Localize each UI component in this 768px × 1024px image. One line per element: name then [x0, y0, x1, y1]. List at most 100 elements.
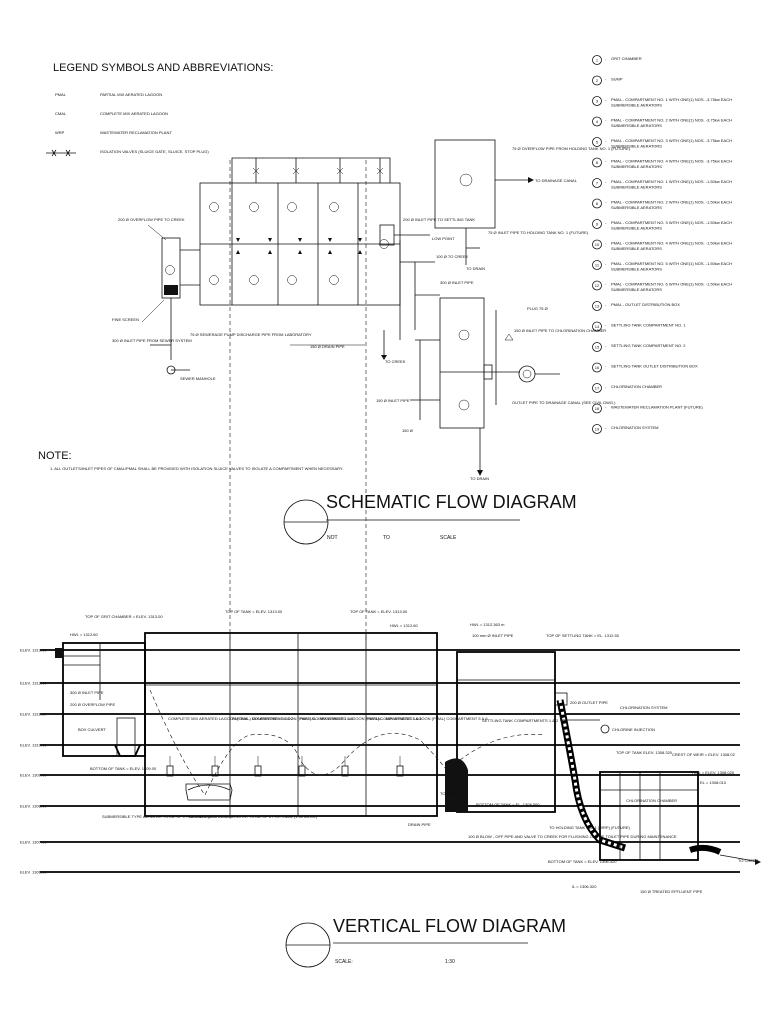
key-text: PMAL - COMPARTMENT NO. 1 WITH ONE(1) NOS…: [611, 97, 732, 108]
svg-text:-: -: [605, 118, 607, 123]
svg-text:HWL = 1312.60: HWL = 1312.60: [70, 632, 99, 637]
schematic-title: SCHEMATIC FLOW DIAGRAM: [326, 492, 577, 512]
svg-text:-: -: [605, 405, 607, 410]
lagoon-section: [144, 632, 438, 817]
compartment-circle: [209, 202, 219, 212]
key-item: 9 -PMAL - COMPARTMENT NO. 3 WITH ONE(1) N…: [592, 219, 732, 231]
isolation-valve-icon: [51, 149, 71, 157]
key-number: 5: [596, 140, 599, 145]
elevation-label: ELEV. 1311.00: [20, 712, 47, 717]
svg-text:1:30: 1:30: [445, 959, 455, 965]
svg-text:TO DRAINAGE CANAL: TO DRAINAGE CANAL: [535, 178, 578, 183]
svg-text:150 Ø: 150 Ø: [402, 428, 413, 433]
svg-text:150 Ø DRAIN PIPE: 150 Ø DRAIN PIPE: [310, 344, 345, 349]
key-item: 13-PMAL - OUTLET DISTRIBUTION BOX: [592, 301, 680, 311]
key-item: 16-SETTLING TANK OUTLET DISTRIBUTION BOX: [592, 362, 698, 373]
key-item: 8-PMAL - COMPARTMENT NO. 2 WITH ONE(1) N…: [592, 198, 732, 210]
legend-desc: ISOLATION VALVES (SLUICE GATE, SLUICE, S…: [100, 149, 209, 154]
svg-text:CHLORINATION CHAMBER: CHLORINATION CHAMBER: [626, 798, 677, 803]
svg-text:75 Ø INLET PIPE TO HOLDING TAN: 75 Ø INLET PIPE TO HOLDING TANK NO. 1 (F…: [488, 230, 589, 235]
key-text: SUMP: [611, 77, 623, 82]
legend-title: LEGEND SYMBOLS AND ABBREVIATIONS:: [53, 62, 273, 74]
svg-text:SCALE:: SCALE:: [335, 959, 353, 965]
key-item: 17-CHLORINATION CHAMBER: [592, 383, 662, 393]
svg-text:-: -: [605, 323, 607, 328]
key-number-circle: [592, 301, 602, 311]
key-number-circle: [592, 342, 602, 352]
svg-text:-: -: [605, 220, 607, 225]
key-number: 6: [596, 160, 599, 165]
key-number: 18: [595, 406, 600, 411]
settling-tank: [439, 297, 485, 429]
svg-text:200 Ø OUTLET PIPE: 200 Ø OUTLET PIPE: [570, 700, 608, 705]
key-number: 8: [596, 201, 599, 206]
key-number: 13: [595, 304, 600, 309]
svg-text:-: -: [605, 384, 607, 389]
svg-text:150 Ø INLET PIPE TO CHLORINATI: 150 Ø INLET PIPE TO CHLORINATION CHAMBER: [514, 328, 606, 333]
svg-text:TO: TO: [383, 535, 390, 541]
svg-text:75 Ø OVERFLOW PIPE FROM HOLDIN: 75 Ø OVERFLOW PIPE FROM HOLDING TANK NO.…: [512, 146, 631, 151]
key-number-circle: [592, 178, 602, 188]
compartment-circle: [379, 239, 389, 249]
svg-text:PARTIAL - MIX AERATED LAGOON (: PARTIAL - MIX AERATED LAGOON (PMAL) COMP…: [366, 716, 488, 721]
key-number: 3: [596, 99, 599, 104]
svg-text:IL = 1306.320: IL = 1306.320: [572, 884, 597, 889]
elevation-label: ELEV. 1313.00: [20, 648, 47, 653]
key-text: PMAL - COMPARTMENT NO. 3 WITH ONE(1) NOS…: [611, 138, 732, 149]
key-text: PMAL - COMPARTMENT NO. 3 WITH ONE(1) NOS…: [611, 220, 732, 231]
svg-text:HWL = 1312.363 m: HWL = 1312.363 m: [470, 622, 505, 627]
chlorination-chamber-section: [599, 771, 699, 861]
svg-text:-: -: [605, 138, 607, 143]
elevation-label: ELEV. 1309.00: [20, 773, 47, 778]
svg-text:200 Ø INLET PIPE TO SETTLING T: 200 Ø INLET PIPE TO SETTLING TANK: [403, 217, 475, 222]
schematic-labels: 200 Ø OVERFLOW PIPE TO CREEK FINE SCREEN…: [112, 146, 631, 481]
svg-text:LOW POINT: LOW POINT: [432, 236, 455, 241]
svg-text:100 Ø BLOW - OFF PIPE AND VALV: 100 Ø BLOW - OFF PIPE AND VALVE TO CREEK…: [468, 834, 677, 839]
key-number: 2: [596, 78, 599, 83]
key-item: 12-PMAL - COMPARTMENT NO. 6 WITH ONE(1) …: [592, 280, 732, 292]
note-title: NOTE:: [38, 450, 72, 462]
svg-text:75 Ø SEWERAGE PUMP DISCHARGE P: 75 Ø SEWERAGE PUMP DISCHARGE PIPE FROM L…: [190, 332, 312, 337]
svg-text:-: -: [605, 282, 607, 287]
key-number-circle: [592, 239, 602, 250]
svg-text:-: -: [605, 302, 607, 307]
svg-text:TOP OF SETTLING TANK = EL. 131: TOP OF SETTLING TANK = EL. 1312.50: [546, 633, 620, 638]
svg-text:PARTIAL - MIX AERATED LAGOON (: PARTIAL - MIX AERATED LAGOON (PMAL) COMP…: [232, 716, 354, 721]
svg-text:-: -: [605, 364, 607, 369]
svg-text:OUTLET PIPE TO DRAINAGE CANAL: OUTLET PIPE TO DRAINAGE CANAL (SEE CIVIL…: [512, 400, 616, 405]
key-text: SETTLING TANK OUTLET DISTRIBUTION BOX: [611, 364, 698, 369]
compartment-circle: [249, 275, 259, 285]
key-text: CHLORINATION CHAMBER: [611, 384, 662, 389]
key-item: 19-CHLORINATION SYSTEM: [592, 424, 659, 434]
svg-text:-: -: [605, 77, 607, 82]
key-number: 7: [596, 181, 599, 186]
vertical-title-block: VERTICAL FLOW DIAGRAM SCALE: 1:30: [285, 916, 566, 968]
settling-tank-section: [456, 651, 556, 813]
svg-text:BOTTOM OF TANK = ELEV. 1306.32: BOTTOM OF TANK = ELEV. 1306.320: [548, 859, 617, 864]
svg-text:CREST OF WEIR = ELEV. 1308.02: CREST OF WEIR = ELEV. 1308.02: [672, 752, 736, 757]
svg-text:TO CREEK: TO CREEK: [385, 359, 406, 364]
key-number: 11: [595, 263, 600, 268]
key-text: WASTEWATER RECLAMATION PLANT (FUTURE): [611, 405, 703, 410]
svg-text:EL = 1308.010: EL = 1308.010: [700, 780, 727, 785]
key-item: 4-PMAL - COMPARTMENT NO. 2 WITH ONE(1) N…: [592, 116, 732, 128]
legend-desc: WASTEWATER RECLAMATION PLANT: [100, 130, 172, 135]
key-item: 5 -PMAL - COMPARTMENT NO. 3 WITH ONE(1) N…: [592, 137, 732, 149]
key-text: PMAL - COMPARTMENT NO. 4 WITH ONE(1) NOS…: [611, 241, 732, 252]
key-number-circle: [592, 403, 602, 414]
svg-text:300 Ø INLET PIPE: 300 Ø INLET PIPE: [440, 280, 474, 285]
key-number: 14: [595, 324, 600, 329]
key-item: 11-PMAL - COMPARTMENT NO. 5 WITH ONE(1) …: [592, 260, 732, 272]
svg-text:-: -: [605, 343, 607, 348]
key-number-circle: [592, 362, 602, 373]
key-number: 4: [596, 119, 599, 124]
key-number: 12: [595, 283, 600, 288]
key-text: PMAL - COMPARTMENT NO. 1 WITH ONE(1) NOS…: [611, 179, 732, 190]
svg-text:-: -: [605, 200, 607, 205]
key-number-circle: [592, 424, 602, 434]
key-number: 9: [596, 222, 599, 227]
svg-text:COMPLETE MIX AERATED LAGOON (C: COMPLETE MIX AERATED LAGOON (CMAL) COMPA…: [168, 716, 294, 721]
svg-text:CHLORINE INJECTION: CHLORINE INJECTION: [612, 727, 655, 732]
